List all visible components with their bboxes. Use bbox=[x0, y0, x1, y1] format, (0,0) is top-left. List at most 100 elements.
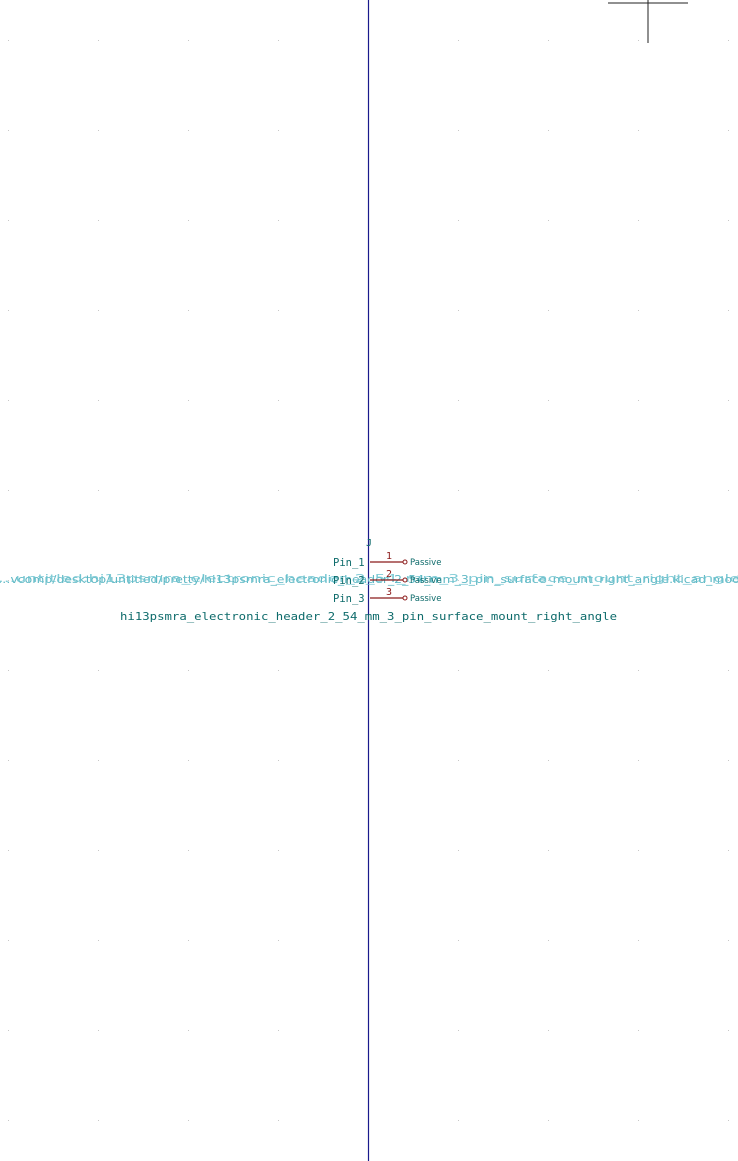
pin-1-number: 1 bbox=[386, 551, 392, 562]
grid-dot bbox=[278, 850, 279, 851]
symbol-value-field[interactable]: hi13psmra_electronic_header_2_54_mm_3_pi… bbox=[120, 611, 617, 623]
grid-dot bbox=[728, 850, 729, 851]
grid-dot bbox=[638, 670, 639, 671]
grid-dot bbox=[188, 1120, 189, 1121]
grid-dot bbox=[638, 580, 639, 581]
grid-dot bbox=[548, 580, 549, 581]
grid-dot bbox=[8, 580, 9, 581]
grid-dot bbox=[8, 670, 9, 671]
grid-dot bbox=[728, 1120, 729, 1121]
grid-dot bbox=[728, 1030, 729, 1031]
grid-dot bbox=[548, 220, 549, 221]
grid-dot bbox=[8, 130, 9, 131]
grid-dot bbox=[278, 40, 279, 41]
grid-dot bbox=[278, 220, 279, 221]
grid-dot bbox=[548, 1120, 549, 1121]
pin-1-connection-point[interactable] bbox=[402, 559, 408, 565]
grid-dot bbox=[278, 670, 279, 671]
grid-dot bbox=[188, 310, 189, 311]
reference-designator[interactable]: J bbox=[366, 538, 372, 549]
pin-2-connection-point[interactable] bbox=[402, 577, 408, 583]
grid-dot bbox=[548, 400, 549, 401]
grid-dot bbox=[8, 40, 9, 41]
grid-dot bbox=[458, 490, 459, 491]
grid-dot bbox=[278, 1120, 279, 1121]
grid-dot bbox=[458, 310, 459, 311]
grid-dot bbox=[638, 760, 639, 761]
grid-dot bbox=[728, 490, 729, 491]
grid-dot bbox=[278, 940, 279, 941]
pin-2-type: Passive bbox=[410, 576, 441, 586]
grid-dot bbox=[638, 490, 639, 491]
grid-dot bbox=[548, 760, 549, 761]
grid-dot bbox=[548, 310, 549, 311]
pin-1-type: Passive bbox=[410, 558, 441, 568]
grid-dot bbox=[188, 580, 189, 581]
grid-dot bbox=[458, 580, 459, 581]
grid-dot bbox=[98, 220, 99, 221]
footprint-lib-field[interactable]: …untitled:hi13psmra_electronic_header_2_… bbox=[0, 573, 738, 585]
pin-2[interactable]: 2 Pin_2 Passive bbox=[333, 569, 441, 587]
grid-dot bbox=[458, 220, 459, 221]
grid-dot bbox=[98, 310, 99, 311]
grid-dot bbox=[458, 670, 459, 671]
grid-dot bbox=[188, 400, 189, 401]
pin-1[interactable]: 1 Pin_1 Passive bbox=[333, 551, 441, 569]
grid-dot bbox=[98, 1030, 99, 1031]
grid-dot bbox=[458, 400, 459, 401]
grid-dot bbox=[458, 940, 459, 941]
grid-dot bbox=[98, 580, 99, 581]
grid-dot bbox=[728, 310, 729, 311]
grid-dot bbox=[638, 1120, 639, 1121]
grid-dot bbox=[278, 130, 279, 131]
grid-dot bbox=[8, 400, 9, 401]
grid-dot bbox=[728, 400, 729, 401]
pin-3[interactable]: 3 Pin_3 Passive bbox=[333, 587, 441, 605]
grid-dot bbox=[548, 490, 549, 491]
grid-dot bbox=[728, 670, 729, 671]
grid-dot bbox=[8, 850, 9, 851]
pin-3-connection-point[interactable] bbox=[402, 595, 408, 601]
grid-dot bbox=[638, 130, 639, 131]
grid-dot bbox=[188, 670, 189, 671]
grid-dot bbox=[98, 670, 99, 671]
grid-dot bbox=[638, 1030, 639, 1031]
grid-dot bbox=[98, 850, 99, 851]
grid-dot bbox=[638, 400, 639, 401]
footprint-path-field[interactable]: …vcomp/desktop/untitled/pretty/hi13psmra… bbox=[0, 574, 738, 586]
grid-dot bbox=[188, 220, 189, 221]
grid-dot bbox=[638, 850, 639, 851]
grid-dots bbox=[8, 40, 729, 1121]
grid-dot bbox=[98, 760, 99, 761]
grid-dot bbox=[638, 310, 639, 311]
grid-dot bbox=[8, 760, 9, 761]
grid-dot bbox=[458, 40, 459, 41]
grid-dot bbox=[188, 130, 189, 131]
grid-dot bbox=[98, 1120, 99, 1121]
pin-3-number: 3 bbox=[386, 587, 392, 598]
grid-dot bbox=[638, 940, 639, 941]
grid-dot bbox=[98, 40, 99, 41]
grid-dot bbox=[278, 760, 279, 761]
grid-dot bbox=[8, 1120, 9, 1121]
grid-dot bbox=[188, 490, 189, 491]
grid-dot bbox=[548, 130, 549, 131]
grid-dot bbox=[728, 580, 729, 581]
grid-dot bbox=[458, 1120, 459, 1121]
grid-dot bbox=[8, 940, 9, 941]
grid-dot bbox=[188, 1030, 189, 1031]
grid-dot bbox=[278, 310, 279, 311]
grid-dot bbox=[278, 400, 279, 401]
grid-dot bbox=[638, 220, 639, 221]
grid-dot bbox=[728, 130, 729, 131]
grid-dot bbox=[188, 760, 189, 761]
pin-1-name: Pin_1 bbox=[333, 557, 365, 569]
grid-dot bbox=[458, 850, 459, 851]
grid-dot bbox=[98, 490, 99, 491]
grid-dot bbox=[548, 670, 549, 671]
grid-dot bbox=[458, 130, 459, 131]
grid-dot bbox=[188, 940, 189, 941]
grid-dot bbox=[8, 490, 9, 491]
pin-2-name: Pin_2 bbox=[333, 575, 365, 587]
